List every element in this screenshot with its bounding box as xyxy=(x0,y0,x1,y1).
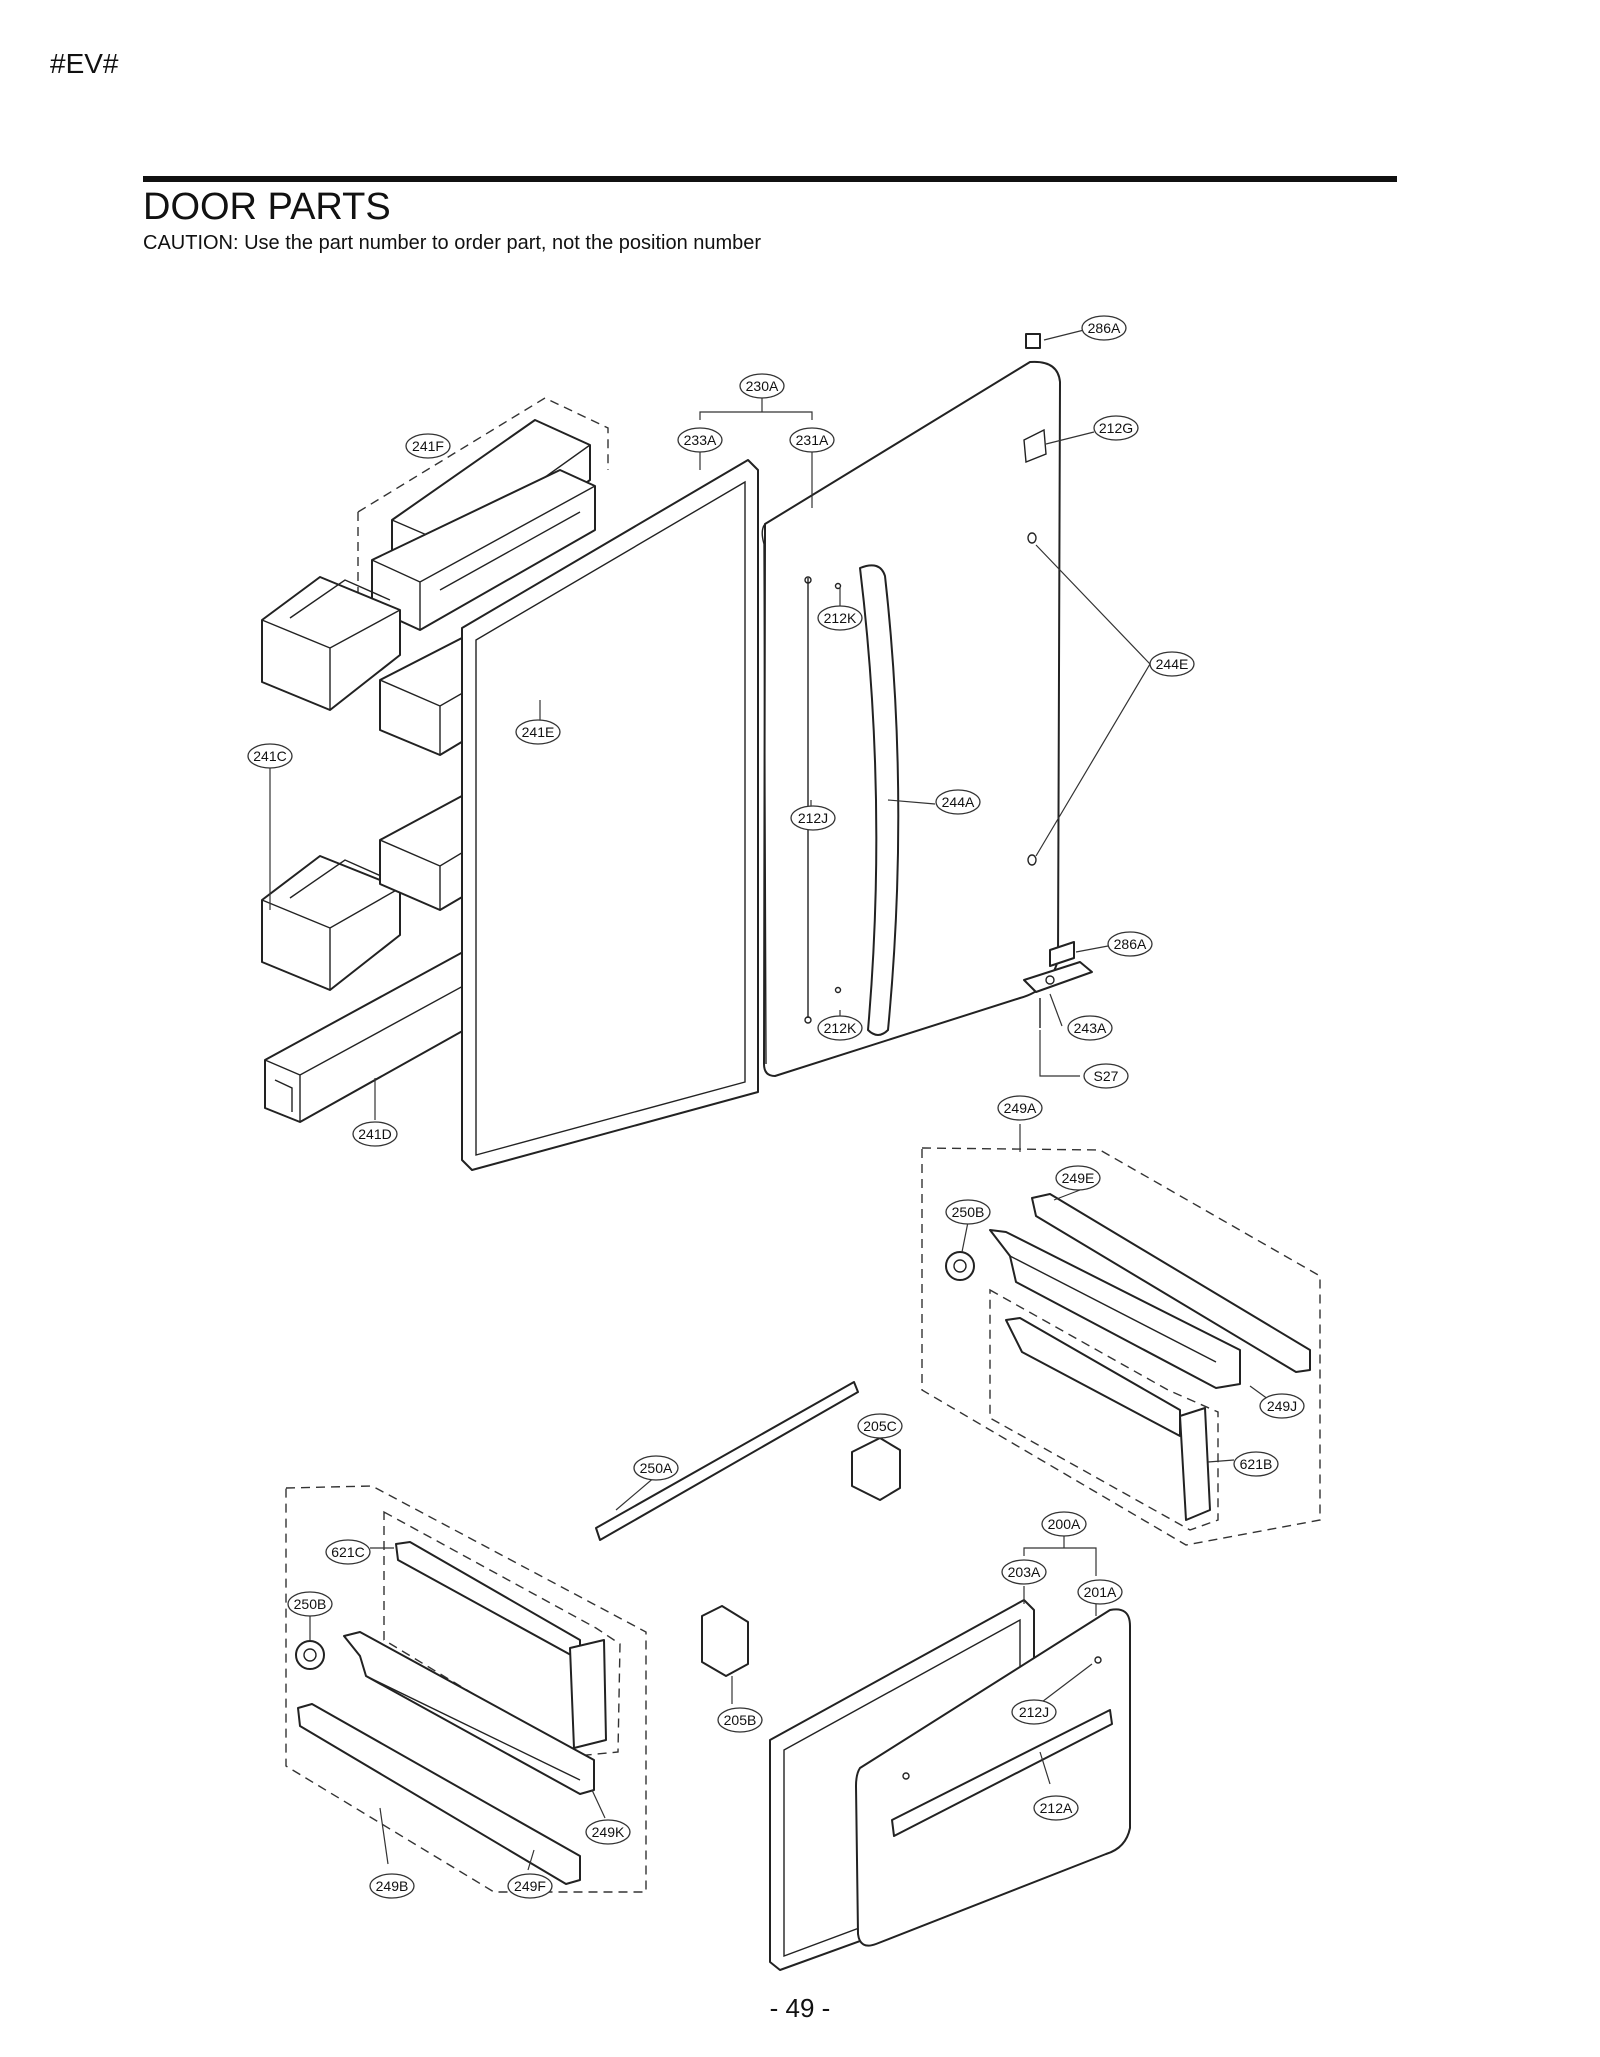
freezer-door xyxy=(769,1599,1131,1971)
callout-203A: 203A xyxy=(1008,1564,1041,1580)
caution-note: CAUTION: Use the part number to order pa… xyxy=(143,232,762,254)
callout-286A-top: 286A xyxy=(1088,320,1121,336)
callout-249B: 249B xyxy=(376,1878,409,1894)
callout-249F: 249F xyxy=(514,1878,546,1894)
callout-250A: 250A xyxy=(640,1460,673,1476)
callout-212G: 212G xyxy=(1099,420,1133,436)
callout-201A: 201A xyxy=(1084,1584,1117,1600)
page-number: - 49 - xyxy=(769,1993,831,2023)
callout-212J-top: 212J xyxy=(798,810,828,826)
callout-250B-right: 250B xyxy=(952,1204,985,1220)
slide-bar xyxy=(595,1381,859,1541)
callout-230A: 230A xyxy=(746,378,779,394)
callout-249J: 249J xyxy=(1267,1398,1297,1414)
callout-205B: 205B xyxy=(724,1712,757,1728)
callout-249A: 249A xyxy=(1004,1100,1037,1116)
leader-lines xyxy=(269,329,1273,1871)
callout-244E: 244E xyxy=(1156,656,1189,672)
callout-241D: 241D xyxy=(358,1126,391,1142)
callout-621B: 621B xyxy=(1240,1456,1273,1472)
callout-212A: 212A xyxy=(1040,1800,1073,1816)
callout-233A: 233A xyxy=(684,432,717,448)
lower-hinge xyxy=(1023,941,1093,1028)
callout-250B-left: 250B xyxy=(294,1596,327,1612)
callout-249K: 249K xyxy=(592,1824,625,1840)
callout-212K-top: 212K xyxy=(824,610,857,626)
callout-labels: 286A 230A 233A 231A 212G 241F 212K 244E … xyxy=(247,315,1305,1899)
callout-243A: 243A xyxy=(1074,1020,1107,1036)
door-gasket xyxy=(461,459,759,1171)
page-title: DOOR PARTS xyxy=(143,186,391,228)
bracket-205B xyxy=(701,1605,749,1677)
callout-286A-mid: 286A xyxy=(1114,936,1147,952)
callout-212K-bottom: 212K xyxy=(824,1020,857,1036)
callout-621C: 621C xyxy=(331,1544,364,1560)
drawer-rail-assembly-right xyxy=(921,1147,1321,1546)
callout-244A: 244A xyxy=(942,794,975,810)
callout-205C: 205C xyxy=(863,1418,896,1434)
title-rule xyxy=(143,176,1397,182)
header-tag: #EV# xyxy=(50,48,119,79)
callout-S27: S27 xyxy=(1094,1068,1119,1084)
callout-241F: 241F xyxy=(412,438,444,454)
callout-241E: 241E xyxy=(522,724,555,740)
bracket-205C xyxy=(851,1437,901,1501)
callout-200A: 200A xyxy=(1048,1516,1081,1532)
callout-212J-bottom: 212J xyxy=(1019,1704,1049,1720)
callout-241C: 241C xyxy=(253,748,286,764)
callout-249E: 249E xyxy=(1062,1170,1095,1186)
hinge-cap-top xyxy=(1025,333,1041,349)
callout-231A: 231A xyxy=(796,432,829,448)
refrigerator-door xyxy=(761,360,1061,1077)
drawer-rail-assembly-left xyxy=(285,1485,647,1893)
